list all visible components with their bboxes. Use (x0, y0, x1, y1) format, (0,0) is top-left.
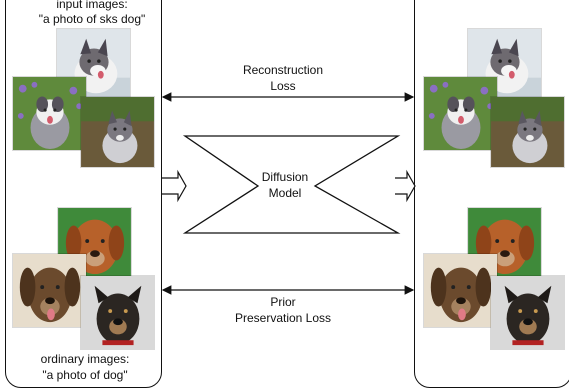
dog-photo-1 (57, 207, 132, 277)
reconstruction-loss-label: Reconstruction (242, 63, 324, 77)
input-images-caption: input images: (56, 0, 128, 11)
sks-dog-photo-3 (80, 96, 155, 168)
input-images-prompt: "a photo of sks dog" (38, 12, 146, 26)
ordinary-images-prompt: "a photo of dog" (42, 368, 128, 382)
sks-dog-photo-2 (12, 76, 87, 151)
prior-preservation-loss-label: Prior (270, 295, 296, 309)
generated-dog-photo-3 (490, 275, 565, 350)
dog-photo-3 (80, 275, 155, 350)
diffusion-model-label-2: Model (268, 186, 302, 200)
diffusion-model-shape (182, 135, 401, 234)
output-block-arrow (395, 169, 416, 203)
generated-sks-dog-photo-2 (423, 76, 498, 151)
prior-preservation-loss-label-2: Preservation Loss (234, 311, 332, 325)
ordinary-images-caption: ordinary images: (40, 352, 130, 366)
diffusion-model-label: Diffusion (261, 170, 309, 184)
input-block-arrow (162, 169, 187, 203)
generated-sks-dog-photo-3 (490, 96, 565, 168)
dog-photo-2 (12, 253, 87, 328)
reconstruction-loss-label-2: Loss (270, 79, 296, 93)
